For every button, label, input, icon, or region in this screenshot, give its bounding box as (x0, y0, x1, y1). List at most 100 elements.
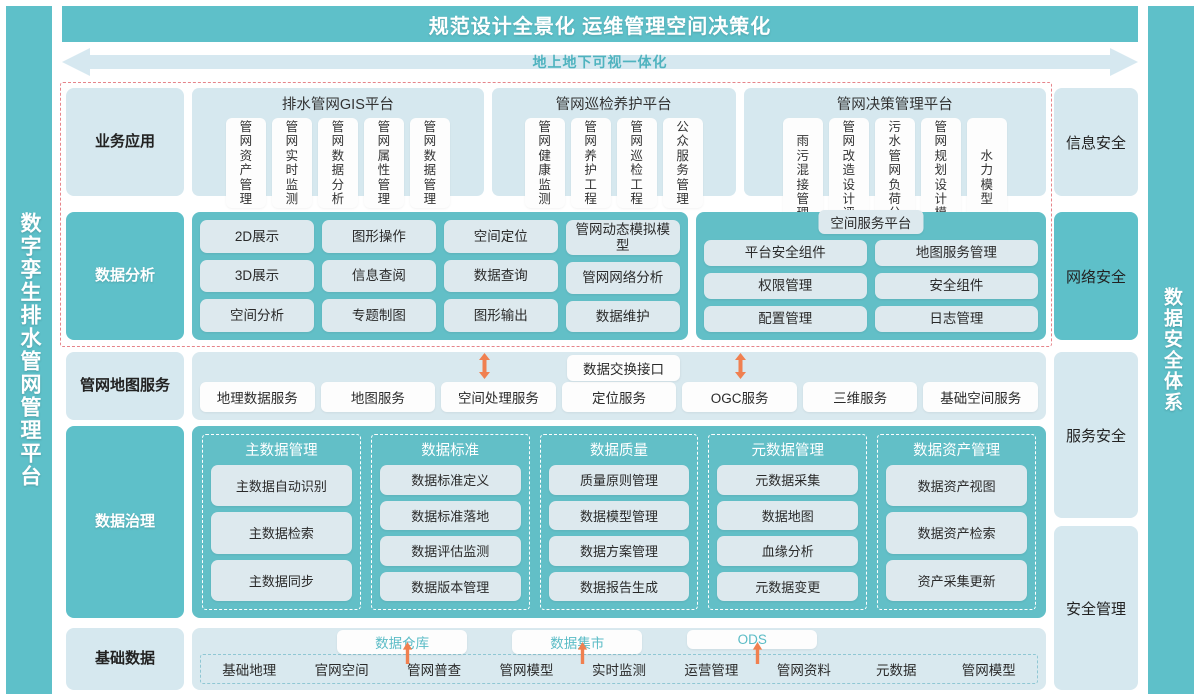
analysis-item[interactable]: 图形输出 (443, 299, 558, 333)
basic-data-item[interactable]: 实时监测 (591, 663, 646, 678)
governance-item[interactable]: 数据评估监测 (379, 536, 521, 566)
app-cell[interactable]: 管网实时监测 (271, 118, 312, 209)
basic-data-tag[interactable]: 数据仓库 (337, 630, 468, 654)
analysis-item[interactable]: 空间分析 (200, 299, 314, 333)
governance-item[interactable]: 元数据采集 (717, 465, 859, 495)
governance-item[interactable]: 数据方案管理 (548, 536, 690, 566)
governance-item[interactable]: 数据标准定义 (379, 465, 521, 495)
security-service-security[interactable]: 服务安全 (1054, 352, 1138, 518)
app-cell[interactable]: 管网资产管理 (225, 118, 266, 209)
app-cell[interactable]: 公众服务管理 (662, 118, 703, 209)
basic-data-item[interactable]: 元数据 (876, 663, 917, 678)
app-cell[interactable]: 管网巡检工程 (616, 118, 657, 209)
spatial-item[interactable]: 安全组件 (874, 273, 1039, 299)
basic-data-item[interactable]: 管网普查 (407, 663, 462, 678)
right-rail-label: 数据安全体系 (1160, 287, 1182, 413)
spatial-item[interactable]: 平台安全组件 (703, 240, 867, 266)
security-info-security[interactable]: 信息安全 (1054, 88, 1138, 196)
platform-decision[interactable]: 管网决策管理平台 雨污混接管理 管网改造设计评估 污水管网负荷分析 管网规划设计… (743, 88, 1046, 237)
row-label-map-service: 管网地图服务 (66, 352, 184, 420)
basic-data-item[interactable]: 管网模型 (961, 663, 1016, 678)
governance-item[interactable]: 元数据变更 (717, 571, 859, 601)
map-service-item[interactable]: 地图服务 (320, 382, 436, 412)
analysis-item[interactable]: 图形操作 (321, 220, 436, 253)
spatial-column: 平台安全组件 权限管理 配置管理 (703, 240, 867, 332)
spatial-item[interactable]: 日志管理 (874, 306, 1039, 332)
governance-item[interactable]: 主数据同步 (211, 559, 352, 601)
analysis-item[interactable]: 空间定位 (443, 220, 558, 253)
app-cell-label: 管网资产管理 (239, 120, 253, 206)
basic-data-item[interactable]: 运营管理 (684, 663, 739, 678)
analysis-item[interactable]: 管网动态模拟模型 (565, 220, 680, 256)
app-cell[interactable]: 管网属性管理 (363, 118, 404, 209)
basic-data-tag[interactable]: ODS (687, 630, 818, 649)
analysis-column: 管网动态模拟模型 管网网络分析 数据维护 (565, 220, 680, 332)
app-cell[interactable]: 管网数据分析 (317, 118, 358, 209)
governance-item[interactable]: 质量原则管理 (548, 465, 690, 495)
analysis-body: 2D展示 3D展示 空间分析 图形操作 信息查阅 专题制图 空间定位 数据查询 … (192, 210, 1046, 340)
platform-gis[interactable]: 排水管网GIS平台 管网资产管理 管网实时监测 管网数据分析 管网属性管理 管网… (192, 88, 484, 209)
governance-group-title: 元数据管理 (751, 443, 825, 459)
governance-item[interactable]: 血缘分析 (717, 536, 859, 566)
analysis-functions: 2D展示 3D展示 空间分析 图形操作 信息查阅 专题制图 空间定位 数据查询 … (192, 212, 688, 340)
governance-item[interactable]: 数据地图 (717, 500, 859, 530)
governance-item[interactable]: 数据资产视图 (886, 465, 1027, 507)
basic-data-item[interactable]: 管网资料 (776, 663, 831, 678)
map-service-item[interactable]: 三维服务 (802, 382, 918, 412)
governance-item[interactable]: 主数据自动识别 (211, 465, 352, 507)
platform-title: 管网巡检养护平台 (555, 97, 672, 113)
basic-data-item[interactable]: 管网模型 (499, 663, 554, 678)
spatial-service-platform: 空间服务平台 平台安全组件 权限管理 配置管理 地图服务管理 安全组件 日志管理 (695, 210, 1046, 340)
basic-data-tag[interactable]: 数据集市 (512, 630, 643, 654)
map-service-item[interactable]: 基础空间服务 (923, 382, 1039, 412)
governance-item[interactable]: 数据报告生成 (548, 571, 690, 601)
banner: 规范设计全景化 运维管理空间决策化 (62, 6, 1138, 42)
governance-item[interactable]: 主数据检索 (211, 512, 352, 554)
security-label: 信息安全 (1065, 134, 1126, 152)
security-security-management[interactable]: 安全管理 (1054, 526, 1138, 690)
governance-group-title: 数据质量 (589, 443, 648, 459)
analysis-item[interactable]: 3D展示 (200, 259, 314, 293)
app-cell[interactable]: 雨污混接管理 (782, 118, 823, 237)
governance-item[interactable]: 数据模型管理 (548, 500, 690, 530)
arrow-up-icon (578, 642, 588, 664)
platform-inspection[interactable]: 管网巡检养护平台 管网健康监测 管网养护工程 管网巡检工程 公众服务管理 (491, 88, 736, 209)
row-data-governance: 数据治理 主数据管理 主数据自动识别 主数据检索 主数据同步 数据标准 数据标准… (66, 426, 1046, 618)
analysis-item[interactable]: 信息查阅 (321, 259, 436, 293)
spatial-item[interactable]: 地图服务管理 (874, 240, 1039, 266)
analysis-item[interactable]: 数据查询 (443, 259, 558, 293)
governance-item[interactable]: 资产采集更新 (886, 559, 1027, 601)
map-service-item[interactable]: 地理数据服务 (200, 382, 315, 412)
up-arrow-icon (401, 642, 414, 664)
diagram-canvas: 规范设计全景化 运维管理空间决策化 地上地下可视一体化 业务应用 排水管网GIS… (56, 4, 1144, 696)
app-cell[interactable]: 管网健康监测 (524, 118, 565, 209)
basic-data-item[interactable]: 官网空间 (314, 663, 369, 678)
spatial-item[interactable]: 权限管理 (703, 273, 867, 299)
analysis-item[interactable]: 管网网络分析 (565, 262, 680, 294)
security-network-security[interactable]: 网络安全 (1054, 212, 1138, 340)
app-cell-label: 公众服务管理 (676, 120, 689, 206)
governance-item[interactable]: 数据资产检索 (886, 512, 1027, 554)
platform-items: 管网健康监测 管网养护工程 管网巡检工程 公众服务管理 (524, 118, 703, 209)
map-service-item[interactable]: OGC服务 (682, 382, 797, 412)
governance-item[interactable]: 数据版本管理 (379, 571, 521, 601)
app-cell[interactable]: 管网养护工程 (570, 118, 611, 209)
app-cell[interactable]: 管网数据管理 (409, 118, 450, 209)
governance-group-items: 元数据采集 数据地图 血缘分析 元数据变更 (717, 465, 859, 601)
platform-title: 排水管网GIS平台 (281, 97, 394, 113)
spatial-platform-title: 空间服务平台 (818, 210, 924, 234)
app-cell-label: 水力模型 (980, 148, 993, 206)
governance-item[interactable]: 数据标准落地 (379, 500, 521, 530)
analysis-item[interactable]: 专题制图 (321, 299, 436, 333)
double-arrow-vertical-icon (479, 353, 491, 379)
row-business-application: 业务应用 排水管网GIS平台 管网资产管理 管网实时监测 管网数据分析 管网属性… (66, 88, 1046, 237)
spatial-item[interactable]: 配置管理 (703, 306, 867, 332)
map-service-item[interactable]: 定位服务 (561, 382, 677, 412)
basic-data-item[interactable]: 基础地理 (222, 663, 277, 678)
analysis-item[interactable]: 数据维护 (565, 300, 680, 332)
analysis-item[interactable]: 2D展示 (200, 220, 314, 253)
map-service-item[interactable]: 空间处理服务 (441, 382, 556, 412)
governance-group-data-asset: 数据资产管理 数据资产视图 数据资产检索 资产采集更新 (877, 434, 1036, 610)
security-label: 服务安全 (1065, 427, 1126, 445)
app-cell-label: 雨污混接管理 (796, 134, 809, 220)
